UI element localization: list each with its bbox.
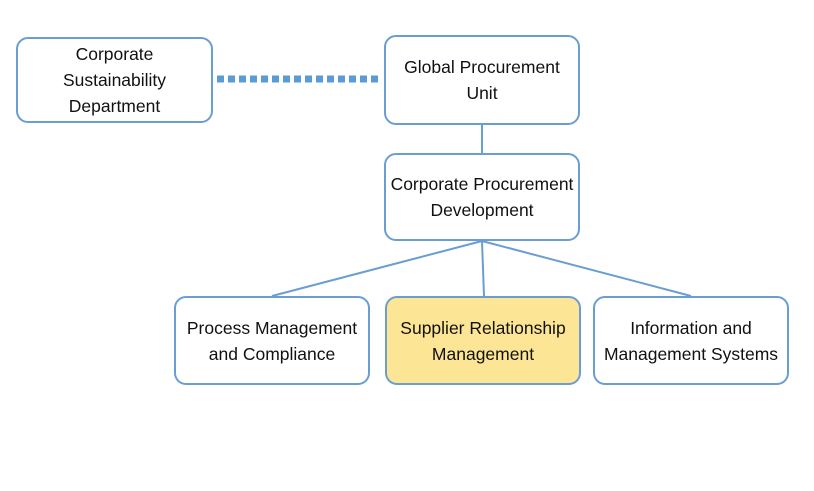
node-information-and-management-systems: Information and Management Systems xyxy=(593,296,789,385)
node-label: Corporate Procurement Development xyxy=(390,174,574,220)
node-corporate-procurement-development: Corporate Procurement Development xyxy=(384,153,580,241)
connector-corp-dev-info xyxy=(481,240,692,297)
node-supplier-relationship-management: Supplier Relationship Management xyxy=(385,296,581,385)
node-label: Global Procurement Unit xyxy=(404,57,560,103)
node-global-procurement-unit: Global Procurement Unit xyxy=(384,35,580,125)
node-corporate-sustainability-department: Corporate Sustainability Department xyxy=(16,37,213,123)
node-label: Supplier Relationship Management xyxy=(400,317,566,364)
node-process-management-and-compliance: Process Management and Compliance xyxy=(174,296,370,385)
node-label: Information and Management Systems xyxy=(603,317,779,364)
node-label: Process Management and Compliance xyxy=(186,317,358,364)
node-label: Corporate Sustainability Department xyxy=(62,44,167,116)
connector-corp-dev-supplier xyxy=(481,240,485,297)
connector-corp-dev-process xyxy=(271,240,483,297)
